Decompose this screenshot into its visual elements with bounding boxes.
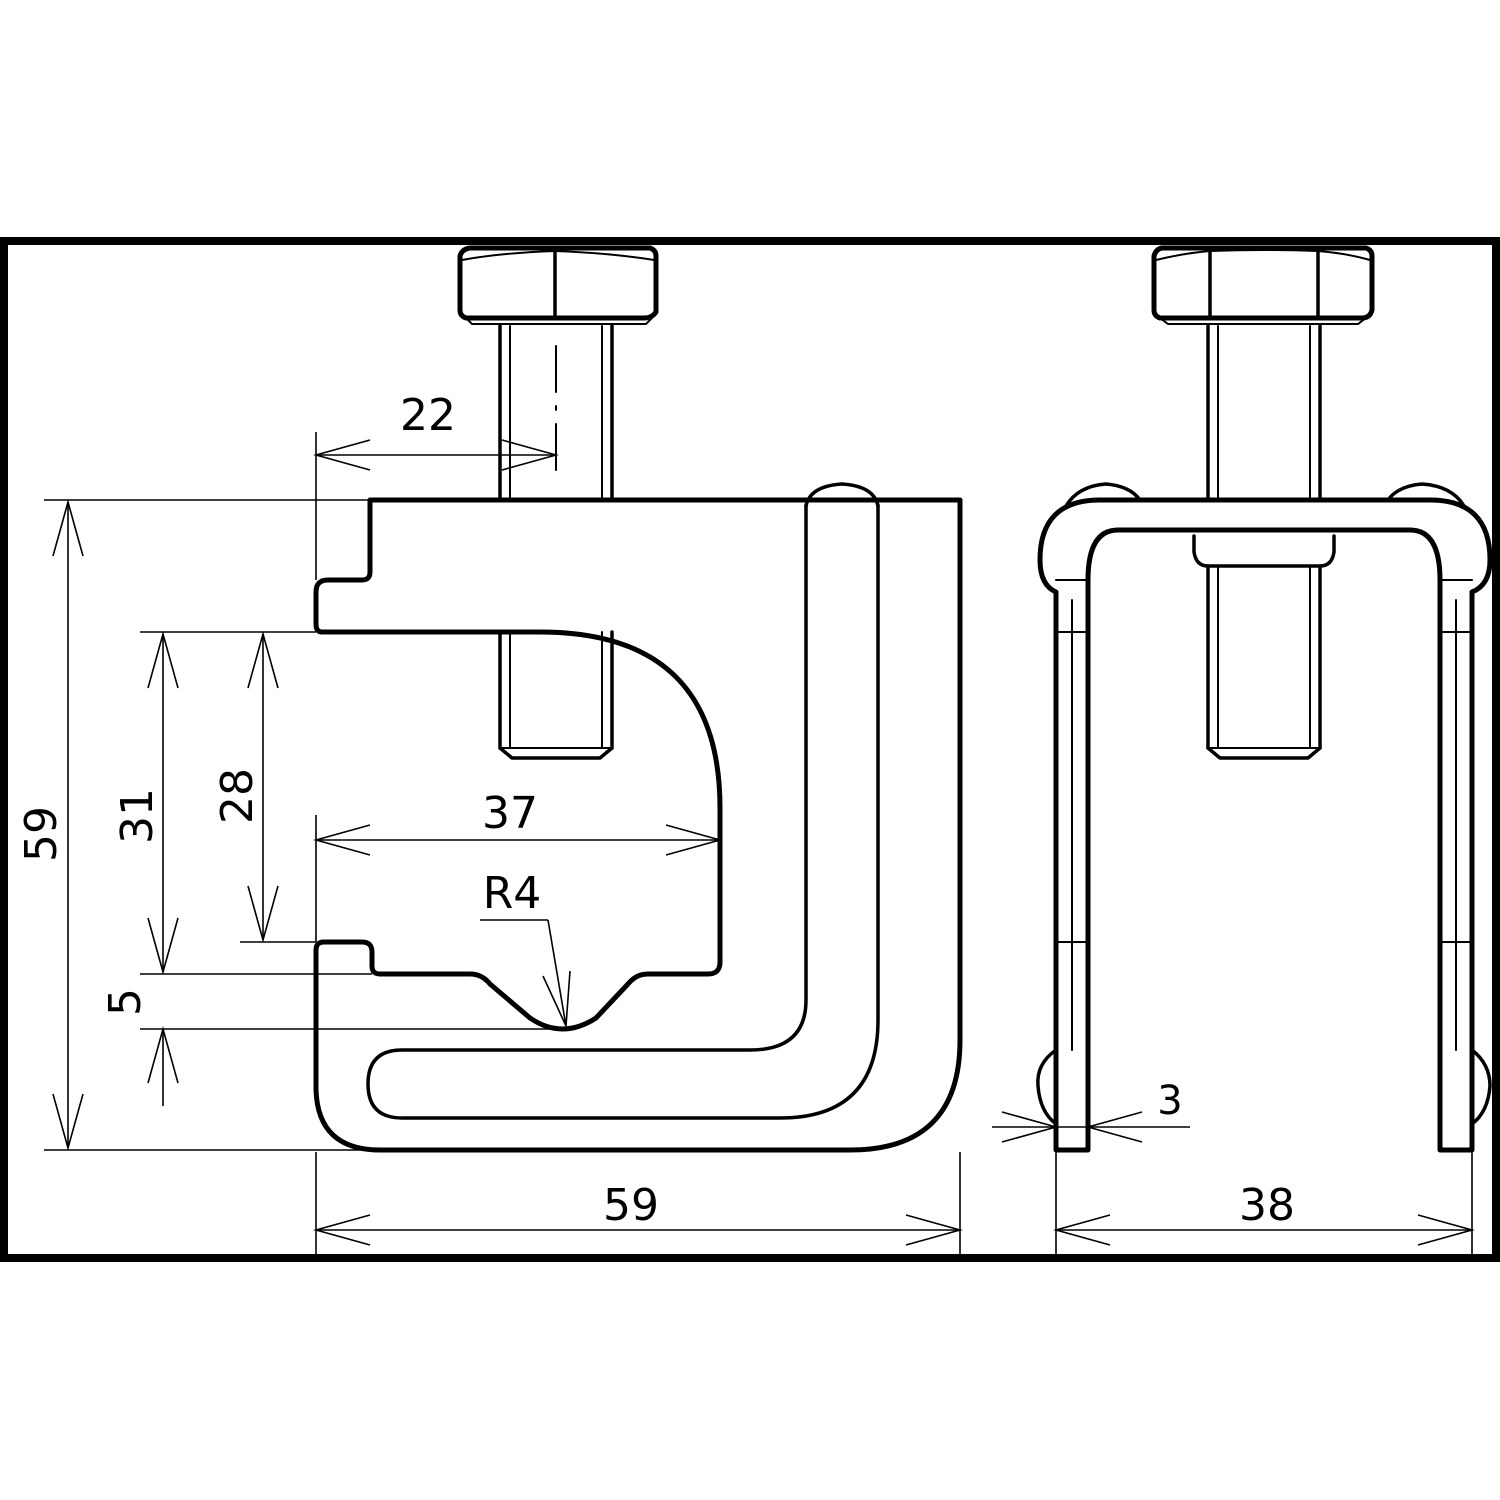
drawing-frame [0, 237, 1500, 1262]
clamp-slot [366, 503, 880, 1120]
dim-label-jaw-inner: 28 [212, 768, 263, 824]
threaded-boss [1192, 534, 1336, 568]
bolt-shaft-side [1206, 324, 1322, 760]
bead-left [1064, 482, 1142, 508]
dim-label-bolt-offset: 22 [400, 390, 456, 441]
bolt-head-side [1151, 245, 1375, 325]
clamp-body-outline [313, 497, 963, 1153]
front-view [313, 245, 963, 1153]
dim-label-jaw-depth: 37 [482, 788, 538, 839]
dim-label-side-width: 38 [1239, 1180, 1295, 1231]
dimensions [44, 432, 1475, 1255]
dim-label-groove-radius: R4 [483, 868, 542, 919]
hook-bead [804, 482, 880, 508]
bulge-right [1470, 1048, 1492, 1126]
dim-label-jaw-outer: 31 [112, 788, 163, 844]
bulge-left [1036, 1048, 1058, 1126]
bead-right [1386, 482, 1466, 508]
dim-label-thickness: 3 [1157, 1078, 1182, 1124]
bolt-head-front [457, 245, 659, 325]
dim-label-groove-depth: 5 [100, 988, 151, 1016]
side-view [1036, 245, 1493, 1153]
dim-label-total-width: 59 [603, 1180, 659, 1231]
u-channel-outer [1037, 497, 1493, 1153]
bolt-shaft-front [498, 324, 614, 760]
dim-label-total-height: 59 [16, 806, 67, 862]
